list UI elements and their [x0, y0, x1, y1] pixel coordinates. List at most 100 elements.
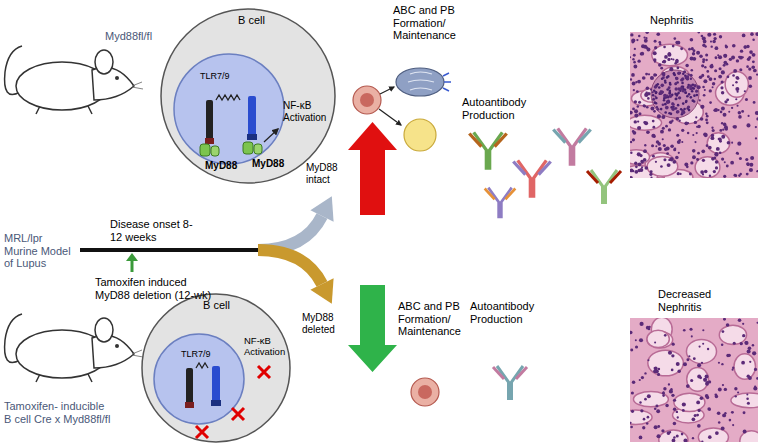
nucleus — [654, 342, 656, 344]
nucleus — [691, 69, 694, 72]
nucleus — [675, 77, 678, 80]
nucleus — [709, 101, 712, 104]
nucleus — [683, 108, 686, 111]
nucleus — [707, 348, 709, 350]
nucleus — [657, 142, 661, 146]
nucleus — [637, 105, 640, 108]
endosome-shape — [174, 54, 284, 164]
nucleus — [652, 98, 655, 101]
nucleus — [749, 361, 751, 363]
nucleus — [650, 176, 652, 178]
nucleus — [721, 427, 725, 431]
endosome: TLR7/9 — [153, 333, 245, 425]
nucleus — [644, 144, 646, 146]
nucleus — [663, 94, 667, 98]
nucleus — [688, 355, 690, 357]
nucleus — [665, 106, 669, 110]
plasmablast-icon — [396, 68, 444, 96]
nucleus — [671, 107, 674, 110]
nucleus — [679, 120, 681, 122]
nucleus — [722, 413, 726, 417]
nucleus — [659, 91, 663, 95]
tubule — [731, 393, 758, 408]
nucleus — [733, 174, 736, 177]
endosome-shape — [154, 334, 244, 424]
nucleus — [677, 370, 680, 373]
nucleus — [676, 110, 680, 114]
tubule — [647, 156, 678, 176]
nucleus — [653, 135, 656, 138]
nucleus — [731, 411, 734, 414]
nucleus — [697, 152, 700, 155]
nucleus — [635, 165, 638, 168]
cell-label: TLR7/9 — [200, 71, 230, 81]
nucleus — [729, 58, 732, 61]
nucleus — [735, 98, 737, 100]
nucleus — [667, 163, 671, 167]
nucleus — [671, 354, 674, 357]
nucleus — [634, 162, 637, 165]
nucleus — [712, 129, 715, 132]
nucleus — [652, 155, 655, 158]
nucleus — [682, 402, 686, 406]
tubule — [674, 393, 705, 411]
nucleus — [719, 67, 722, 70]
nucleus — [726, 165, 729, 168]
nucleus — [668, 128, 671, 131]
nucleus — [638, 101, 641, 104]
nucleus — [713, 33, 716, 36]
nucleus — [681, 141, 683, 143]
nucleus — [714, 78, 716, 80]
nucleus — [717, 411, 721, 415]
nucleus — [687, 86, 690, 89]
tubule — [633, 392, 668, 407]
nucleus — [741, 110, 744, 113]
nucleus — [657, 373, 660, 376]
nucleus — [746, 162, 750, 166]
nucleus — [702, 44, 705, 47]
nucleus — [690, 379, 693, 382]
nucleus — [706, 144, 709, 147]
nucleus — [686, 166, 689, 169]
nucleus — [632, 138, 635, 141]
nucleus — [718, 55, 722, 59]
nucleus — [723, 318, 726, 321]
nucleus — [684, 91, 687, 94]
nucleus — [733, 69, 737, 73]
nucleus — [668, 52, 671, 55]
nucleus — [673, 37, 676, 40]
nucleus — [675, 98, 678, 101]
mouse — [5, 46, 143, 114]
nucleus — [649, 173, 652, 176]
nucleus — [651, 91, 653, 93]
nucleus — [645, 166, 649, 170]
nucleus — [696, 158, 699, 161]
nucleus — [674, 62, 677, 65]
nucleus — [645, 73, 648, 76]
nucleus — [670, 157, 673, 160]
nucleus — [702, 60, 705, 63]
nucleus — [674, 83, 677, 86]
nucleus — [633, 54, 636, 57]
outcome-label: ABC and PB Formation/ Maintenance — [393, 4, 467, 42]
nucleus — [672, 103, 675, 106]
nucleus — [658, 147, 662, 151]
pathway-label: NF-κB Activation — [283, 100, 335, 123]
nucleus — [735, 81, 737, 83]
nucleus — [658, 41, 661, 44]
nucleus — [715, 154, 718, 157]
nucleus — [702, 86, 705, 89]
tubule — [648, 350, 684, 376]
mouse-whisker — [132, 82, 143, 89]
nucleus — [738, 111, 741, 114]
nucleus — [687, 105, 690, 108]
nucleus — [657, 114, 661, 118]
light-chain — [469, 134, 481, 147]
nucleus — [654, 408, 657, 411]
nucleus — [692, 417, 696, 421]
nucleus — [735, 174, 738, 177]
nucleus — [749, 168, 753, 172]
nucleus — [755, 32, 758, 36]
nucleus — [697, 363, 701, 367]
nucleus — [693, 49, 696, 52]
